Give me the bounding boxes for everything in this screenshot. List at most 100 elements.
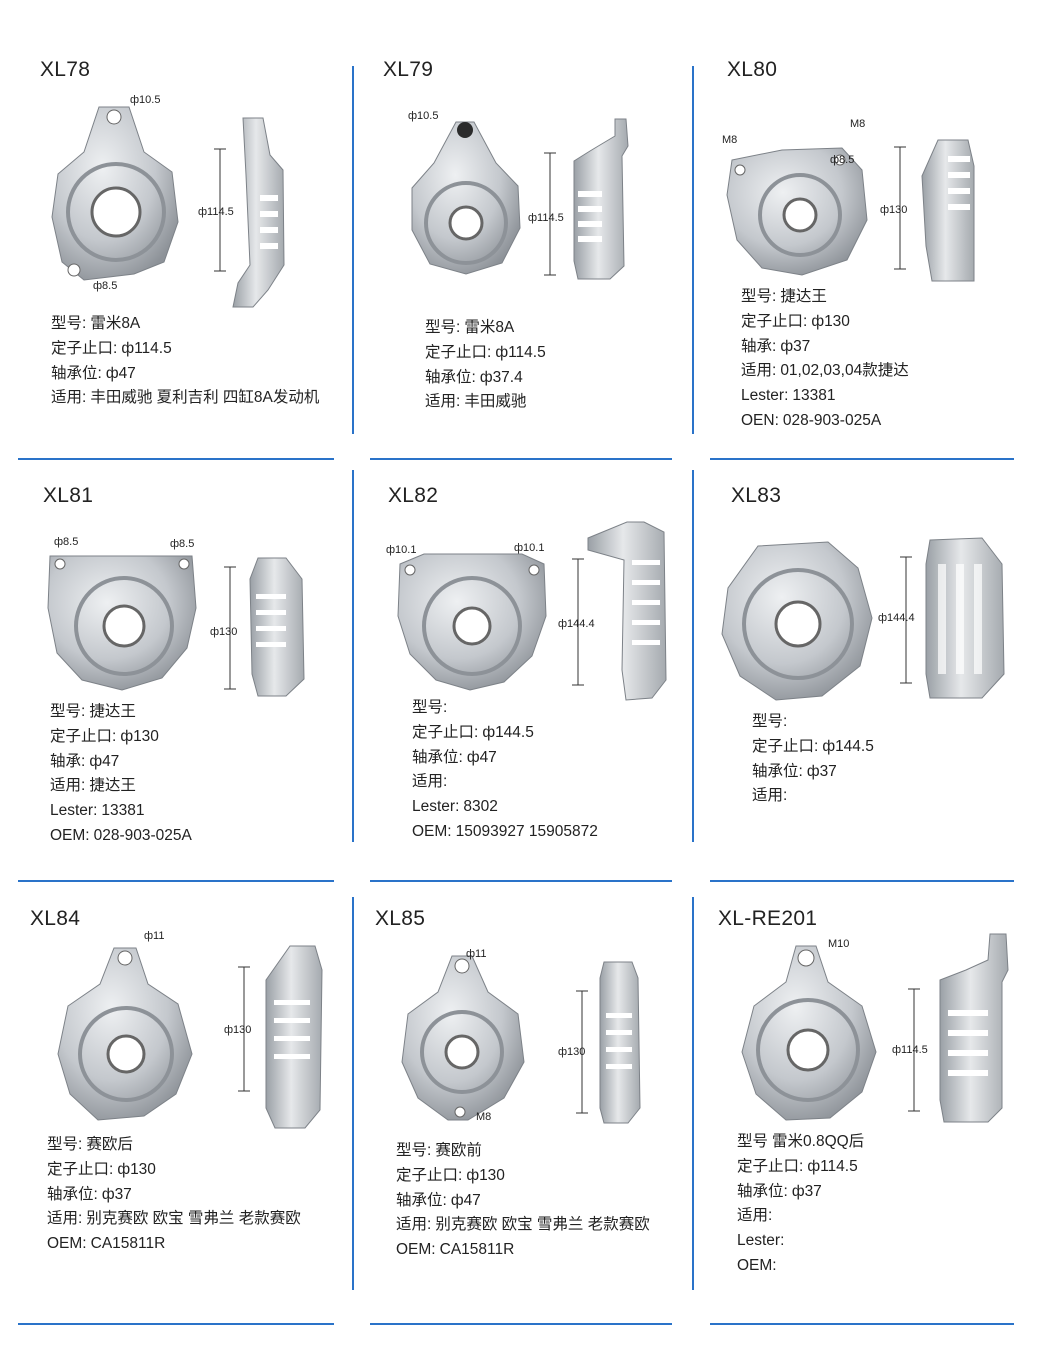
spec-list: 型号雷米0.8QQ后 定子止口:ф114.5 轴承位:ф37 适用: Leste… xyxy=(737,1130,864,1279)
dimension-line xyxy=(238,966,250,1092)
alternator-cover-front-image xyxy=(411,121,521,275)
alternator-cover-front-image xyxy=(397,553,547,691)
spec-list: 型号:捷达王 定子止口:ф130 轴承:ф37 适用:01,02,03,04款捷… xyxy=(741,285,909,434)
alternator-cover-side-image xyxy=(265,945,323,1129)
spec-row: Lester:13381 xyxy=(50,802,145,820)
dimension-label: ф8.5 xyxy=(54,536,79,548)
spec-row: 型号雷米0.8QQ后 xyxy=(737,1133,865,1150)
product-code: XL84 xyxy=(30,907,81,930)
spec-row: 适用: xyxy=(737,1207,773,1225)
column-divider xyxy=(352,897,354,1290)
spec-row: 轴承位:ф37 xyxy=(47,1185,132,1203)
dimension-line xyxy=(572,558,584,686)
spec-row: OEM:028-903-025A xyxy=(50,826,192,844)
spec-row: 型号: xyxy=(412,699,448,716)
dimension-label: ф130 xyxy=(558,1046,586,1058)
dimension-label: ф130 xyxy=(224,1024,252,1036)
spec-row: 轴承位:ф47 xyxy=(51,364,136,382)
spec-row: 定子止口:ф130 xyxy=(47,1160,156,1178)
spec-row: 定子止口:ф114.5 xyxy=(425,343,546,361)
dimension-label: M8 xyxy=(850,118,866,130)
product-code: XL85 xyxy=(375,907,426,930)
product-code: XL79 xyxy=(383,58,434,81)
spec-list: 型号:雷米8A 定子止口:ф114.5 轴承位:ф37.4 适用:丰田威驰 xyxy=(425,316,546,415)
row-divider xyxy=(710,1323,1014,1325)
spec-row: OEM:15093927 15905872 xyxy=(412,822,598,840)
product-code: XL83 xyxy=(731,484,782,507)
spec-row: 定子止口:ф114.5 xyxy=(51,339,172,357)
dimension-label: ф114.5 xyxy=(892,1044,928,1056)
product-code: XL82 xyxy=(388,484,439,507)
product-code: XL80 xyxy=(727,58,778,81)
row-divider xyxy=(370,1323,672,1325)
spec-row: 定子止口:ф130 xyxy=(396,1166,505,1184)
column-divider xyxy=(352,66,354,434)
alternator-cover-front-image xyxy=(721,541,873,701)
spec-row: 适用:别克赛欧 欧宝 雪弗兰 老款赛欧 xyxy=(396,1216,650,1234)
dimension-label: M8 xyxy=(476,1111,492,1123)
dimension-label: ф8.5 xyxy=(170,538,195,550)
spec-row: 定子止口:ф130 xyxy=(50,727,159,745)
spec-list: 型号:雷米8A 定子止口:ф114.5 轴承位:ф47 适用:丰田威驰 夏利吉利… xyxy=(51,312,319,411)
spec-row: 适用: xyxy=(412,773,448,791)
dimension-label: ф8.5 xyxy=(830,154,855,166)
spec-list: 型号:捷达王 定子止口:ф130 轴承:ф47 适用:捷达王 Lester:13… xyxy=(50,700,192,849)
alternator-cover-side-image xyxy=(587,521,667,701)
alternator-cover-side-image xyxy=(939,933,1009,1123)
spec-row: Lester: xyxy=(737,1232,785,1250)
alternator-cover-side-image xyxy=(249,557,305,697)
product-code: XL78 xyxy=(40,58,91,81)
row-divider xyxy=(370,458,672,460)
spec-row: 适用:丰田威驰 夏利吉利 四缸8A发动机 xyxy=(51,389,320,407)
spec-row: 适用:01,02,03,04款捷达 xyxy=(741,362,909,380)
spec-row: 型号:雷米8A xyxy=(425,319,515,336)
spec-row: 型号:雷米8A xyxy=(51,315,141,332)
alternator-cover-front-image xyxy=(401,955,525,1121)
dimension-label: ф11 xyxy=(466,948,487,960)
spec-row: 型号:赛欧后 xyxy=(47,1136,133,1153)
dimension-label: ф10.5 xyxy=(130,94,161,106)
column-divider xyxy=(692,66,694,434)
alternator-cover-side-image xyxy=(232,117,285,308)
spec-row: 轴承位:ф37 xyxy=(737,1182,822,1200)
dimension-line xyxy=(544,152,556,276)
row-divider xyxy=(18,458,334,460)
dimension-line xyxy=(908,988,920,1112)
dimension-label: ф114.5 xyxy=(198,206,234,218)
spec-row: 型号:捷达王 xyxy=(50,703,136,720)
dimension-label: ф114.5 xyxy=(528,212,564,224)
spec-row: OEM: xyxy=(737,1256,777,1274)
spec-row: 适用: xyxy=(752,787,788,805)
dimension-line xyxy=(214,148,226,272)
spec-row: 定子止口:ф144.5 xyxy=(752,737,874,755)
row-divider xyxy=(370,880,672,882)
dimension-label: ф10.1 xyxy=(386,544,417,556)
spec-row: 定子止口:ф114.5 xyxy=(737,1157,858,1175)
dimension-label: ф8.5 xyxy=(93,280,118,292)
spec-row: Lester:8302 xyxy=(412,798,498,816)
spec-row: 轴承位:ф47 xyxy=(412,748,497,766)
dimension-label: ф10.5 xyxy=(408,110,439,122)
spec-row: 轴承位:ф37 xyxy=(752,762,837,780)
product-code: XL-RE201 xyxy=(718,907,818,930)
alternator-cover-front-image xyxy=(51,106,179,281)
column-divider xyxy=(692,897,694,1290)
alternator-cover-side-image xyxy=(925,537,1005,699)
spec-row: OEM:CA15811R xyxy=(396,1241,515,1259)
spec-row: 轴承位:ф47 xyxy=(396,1191,481,1209)
spec-row: 适用:丰田威驰 xyxy=(425,393,527,411)
alternator-cover-side-image xyxy=(921,139,975,282)
dimension-label: ф130 xyxy=(880,204,908,216)
dimension-label: ф144.4 xyxy=(558,618,595,630)
dimension-label: ф10.1 xyxy=(514,542,545,554)
row-divider xyxy=(710,458,1014,460)
product-code: XL81 xyxy=(43,484,94,507)
spec-row: 定子止口:ф144.5 xyxy=(412,723,534,741)
spec-row: 轴承位:ф37.4 xyxy=(425,368,523,386)
dimension-label: ф11 xyxy=(144,930,165,942)
row-divider xyxy=(18,880,334,882)
dimension-label: ф130 xyxy=(210,626,238,638)
alternator-cover-front-image xyxy=(57,947,193,1121)
spec-row: 适用:别克赛欧 欧宝 雪弗兰 老款赛欧 xyxy=(47,1210,301,1228)
spec-row: 型号: xyxy=(752,713,788,730)
